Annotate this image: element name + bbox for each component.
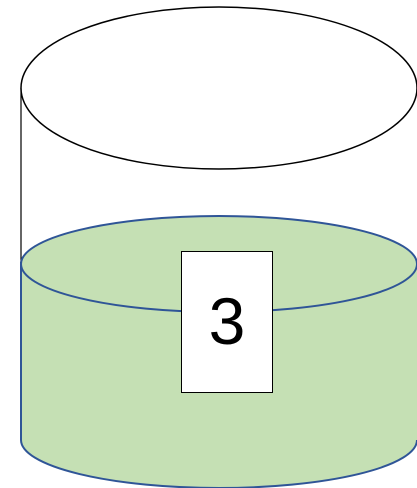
container-top-rim [20, 6, 417, 170]
number-card-label: 3 [208, 284, 246, 358]
number-card: 3 [181, 251, 273, 393]
